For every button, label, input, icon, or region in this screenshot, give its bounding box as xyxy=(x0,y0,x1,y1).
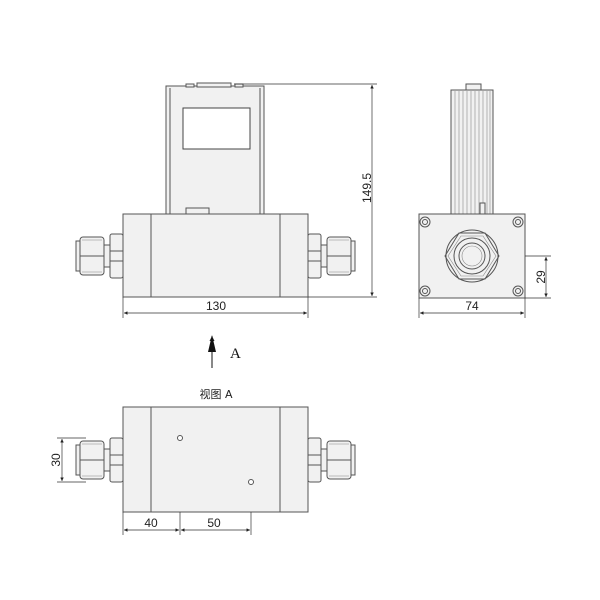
mounting-hole xyxy=(248,479,254,485)
finned-housing xyxy=(450,89,494,215)
view-label: A xyxy=(230,346,241,362)
hole-offset-dimension: 40 xyxy=(144,516,158,530)
right-fitting xyxy=(307,437,356,483)
front-view: 149.5 130 xyxy=(75,82,377,318)
mounting-hole xyxy=(177,435,183,441)
width-dimension: 74 xyxy=(465,299,479,313)
view-direction-arrow: A xyxy=(208,335,241,368)
flow-body xyxy=(122,406,309,513)
body-end-face xyxy=(418,213,526,299)
left-fitting xyxy=(75,233,124,279)
top-connector xyxy=(196,82,232,88)
top-connector xyxy=(465,83,482,91)
hole-spacing-dimension: 50 xyxy=(207,516,221,530)
view-caption: 视图 A xyxy=(199,387,232,401)
height-dimension: 149.5 xyxy=(360,173,374,203)
bottom-view: 视图 A 30 40 50 xyxy=(49,387,356,535)
bottom-tab xyxy=(185,207,210,215)
side-view: 29 74 xyxy=(418,83,551,318)
left-fitting xyxy=(75,437,124,483)
port-fitting xyxy=(444,229,500,283)
right-fitting xyxy=(307,233,356,279)
fitting-dimension: 30 xyxy=(49,453,63,467)
port-height-dimension: 29 xyxy=(534,270,548,284)
display-housing xyxy=(165,85,265,215)
width-dimension: 130 xyxy=(206,299,226,313)
display-window xyxy=(182,107,251,150)
mounting-hole xyxy=(419,216,524,297)
